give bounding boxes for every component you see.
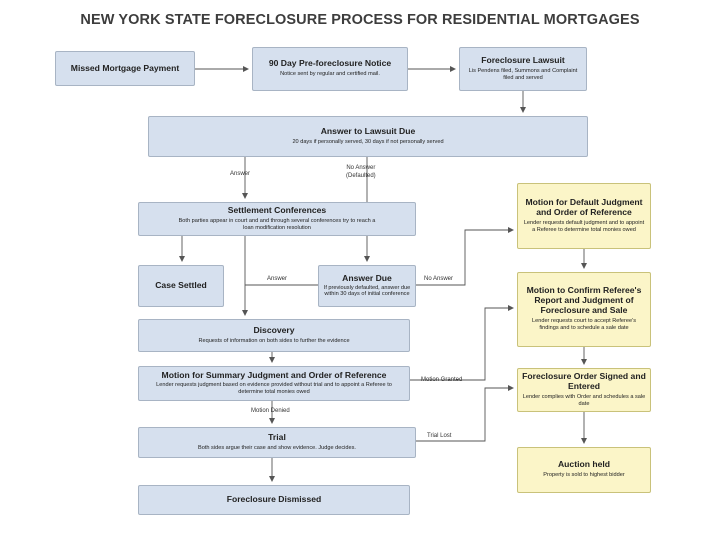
node-description: Lender requests court to accept Referee'… xyxy=(532,318,636,332)
node-title: Motion for Summary Judgment and Order of… xyxy=(161,369,387,380)
node-title: 90 Day Pre-foreclosure Notice xyxy=(268,58,392,69)
node-title: Discovery xyxy=(253,324,295,335)
node-title: Answer to Lawsuit Due xyxy=(320,125,416,136)
node-case-settled: Case Settled xyxy=(138,265,224,307)
node-pre-foreclosure-notice: 90 Day Pre-foreclosure Notice Notice sen… xyxy=(252,47,408,91)
node-description: Lis Pendens filed, Summons and Complaint… xyxy=(468,67,578,81)
node-foreclosure-order: Foreclosure Order Signed and Entered Len… xyxy=(517,368,651,412)
node-foreclosure-lawsuit: Foreclosure Lawsuit Lis Pendens filed, S… xyxy=(459,47,587,91)
label-motion-granted: Motion Granted xyxy=(421,377,463,383)
node-description: Lender requests default judgment and to … xyxy=(523,219,645,233)
node-description: Lender requests judgment based on eviden… xyxy=(156,381,392,395)
node-title: Motion for Default Judgment and Order of… xyxy=(525,196,643,217)
node-description: 20 days if personally served, 30 days if… xyxy=(292,138,444,145)
node-answer-to-lawsuit-due: Answer to Lawsuit Due 20 days if persona… xyxy=(148,116,588,157)
node-answer-due: Answer Due If previously defaulted, answ… xyxy=(318,265,416,307)
label-motion-denied: Motion Denied xyxy=(251,408,290,414)
arrow-no-answer-to-default xyxy=(416,227,514,286)
node-summary-judgment-motion: Motion for Summary Judgment and Order of… xyxy=(138,366,410,401)
node-title: Foreclosure Dismissed xyxy=(226,494,322,505)
node-description: Notice sent by regular and certified mai… xyxy=(280,71,380,78)
node-foreclosure-dismissed: Foreclosure Dismissed xyxy=(138,485,410,515)
node-default-judgment-motion: Motion for Default Judgment and Order of… xyxy=(517,183,651,249)
node-title: Foreclosure Order Signed and Entered xyxy=(522,370,646,391)
node-description: Lender complies with Order and schedules… xyxy=(522,393,646,407)
node-confirm-referee-motion: Motion to Confirm Referee's Report and J… xyxy=(517,272,651,347)
node-title: Settlement Conferences xyxy=(227,204,327,215)
node-title: Foreclosure Lawsuit xyxy=(481,54,565,65)
node-description: Requests of information on both sides to… xyxy=(198,337,350,344)
node-description: Both sides argue their case and show evi… xyxy=(198,444,356,451)
label-no-answer-line2: (Defaulted) xyxy=(346,172,376,179)
node-discovery: Discovery Requests of information on bot… xyxy=(138,319,410,352)
node-title: Missed Mortgage Payment xyxy=(70,62,180,73)
node-title: Motion to Confirm Referee's Report and J… xyxy=(526,285,642,316)
node-title: Trial xyxy=(268,431,286,442)
node-settlement-conferences: Settlement Conferences Both parties appe… xyxy=(138,202,416,236)
node-description: If previously defaulted, answer due with… xyxy=(323,284,411,298)
label-no-answer: No Answer (Defaulted) xyxy=(346,165,376,180)
label-answer: Answer xyxy=(230,171,251,177)
arrow-trial-to-order xyxy=(416,385,514,442)
arrow-summary-to-confirm xyxy=(410,305,514,381)
node-missed-payment: Missed Mortgage Payment xyxy=(55,51,195,86)
node-auction-held: Auction held Property is sold to highest… xyxy=(517,447,651,493)
node-title: Case Settled xyxy=(155,280,207,291)
label-trial-lost: Trial Lost xyxy=(427,433,452,439)
diagram-title: NEW YORK STATE FORECLOSURE PROCESS FOR R… xyxy=(80,12,640,28)
node-description: Property is sold to highest bidder xyxy=(543,472,625,479)
label-answer-2: Answer xyxy=(267,276,288,282)
label-no-answer-line1: No Answer xyxy=(346,165,376,171)
node-title: Auction held xyxy=(557,459,611,470)
node-description: Both parties appear in court and and thr… xyxy=(178,217,376,231)
node-title: Answer Due xyxy=(342,272,392,283)
label-no-answer-2: No Answer xyxy=(424,276,454,282)
node-trial: Trial Both sides argue their case and sh… xyxy=(138,427,416,458)
